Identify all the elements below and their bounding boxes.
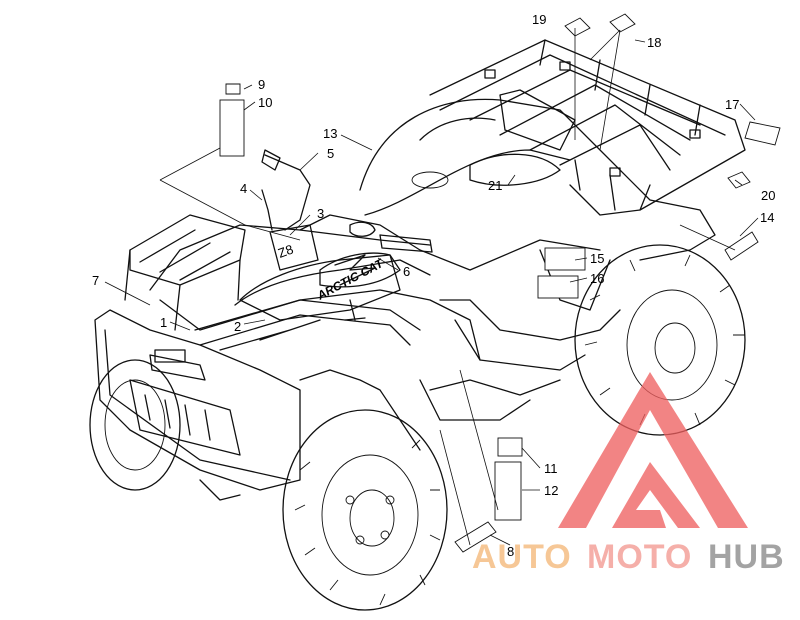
decal-10 [219,99,245,157]
callout-6: 6 [403,264,410,279]
rear-body [359,89,716,261]
decal-9 [225,83,241,95]
callout-13: 13 [323,126,337,141]
watermark-auto: AUTO [472,538,572,576]
callout-5: 5 [327,146,334,161]
decal-19 [564,17,591,37]
front-bumper [94,309,301,501]
leader-lines [104,28,759,546]
handlebar: Z8 [261,149,433,271]
callout-7: 7 [92,273,99,288]
callout-19: 19 [532,12,546,27]
callout-2: 2 [234,319,241,334]
callout-16: 16 [590,271,604,286]
decal-16 [537,275,579,299]
callout-21: 21 [488,178,502,193]
decal-18 [609,13,636,33]
decal-11 [497,437,523,457]
callout-3: 3 [317,206,324,221]
decal-8 [454,521,497,553]
callout-20: 20 [761,188,775,203]
callout-1: 1 [160,315,167,330]
callouts: 1 2 3 4 5 6 7 8 9 10 11 12 13 14 15 16 1… [92,12,775,559]
callout-4: 4 [240,181,247,196]
callout-14: 14 [760,210,774,225]
front-left-wheel [89,359,181,491]
decal-14 [724,231,759,261]
callout-11: 11 [544,461,558,476]
decal-20 [727,171,751,189]
decal-12 [494,461,522,521]
front-right-wheel [282,409,448,611]
watermark-hub: HUB [708,538,785,576]
callout-10: 10 [258,95,272,110]
main-body [149,214,621,451]
loose-decals [219,13,781,553]
decal-15 [544,247,586,271]
svg-text:Z8: Z8 [276,242,295,261]
rear-rack [429,39,746,216]
callout-9: 9 [258,77,265,92]
callout-18: 18 [647,35,661,50]
callout-12: 12 [544,483,558,498]
watermark: AUTO MOTO HUB [472,372,785,576]
watermark-logo [558,372,748,528]
watermark-moto: MOTO [587,538,692,576]
callout-8: 8 [507,544,514,559]
callout-15: 15 [590,251,604,266]
decal-17 [744,121,781,146]
callout-17: 17 [725,97,739,112]
